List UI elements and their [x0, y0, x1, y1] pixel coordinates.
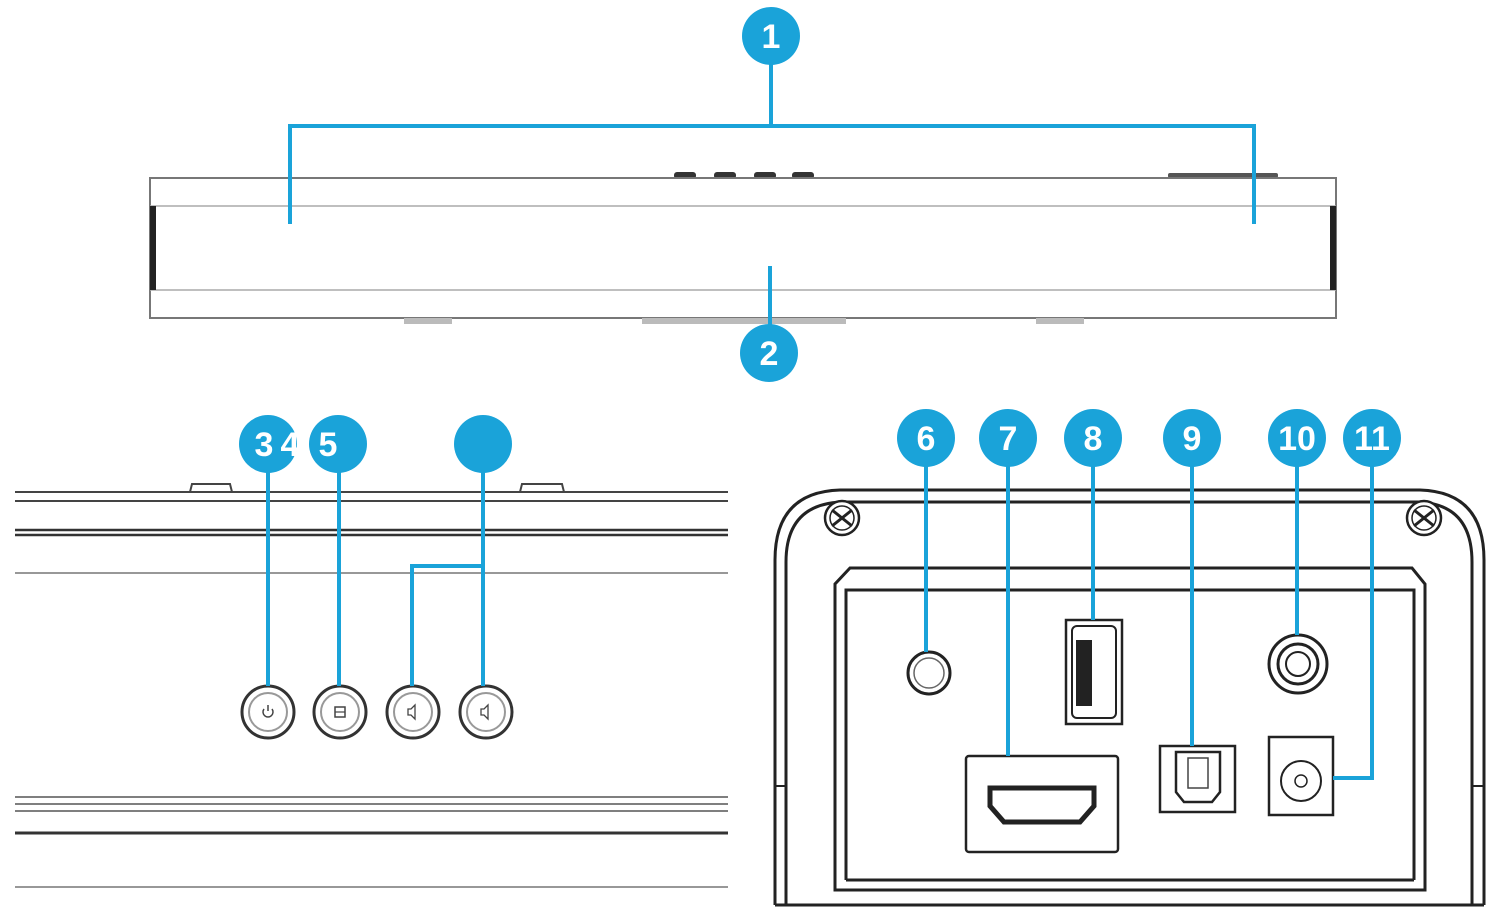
- callout-8: 8: [1064, 409, 1122, 467]
- callout-1: 1: [742, 7, 800, 65]
- svg-text:7: 7: [999, 420, 1018, 458]
- callout-5: 5: [309, 415, 367, 473]
- screw-right: [1405, 499, 1443, 537]
- callout-9: 9: [1163, 409, 1221, 467]
- input-source-icon: [334, 706, 346, 718]
- callout-11: 11: [1343, 409, 1401, 467]
- dc-power-port-icon: [1267, 735, 1335, 817]
- button-power: [240, 684, 296, 740]
- callout-7: 7: [979, 409, 1037, 467]
- optical-port-icon: [1158, 744, 1237, 814]
- audio-jack-icon: [1267, 633, 1329, 695]
- callout-unlabeled: [454, 415, 512, 473]
- callout-10: 10: [1268, 409, 1326, 467]
- svg-text:8: 8: [1084, 420, 1103, 458]
- svg-text:11: 11: [1354, 420, 1390, 458]
- soundbar-front-view: [149, 60, 1337, 330]
- svg-text:4: 4: [281, 426, 300, 464]
- usb-port-icon: [1064, 618, 1124, 726]
- svg-text:10: 10: [1278, 420, 1316, 458]
- svg-text:2: 2: [760, 335, 779, 373]
- port-leaders: [924, 464, 1374, 780]
- aux-in-port-icon: [906, 650, 952, 696]
- control-panel-view: [15, 470, 728, 888]
- svg-text:5: 5: [319, 426, 338, 464]
- hdmi-port-icon: [964, 754, 1120, 854]
- callout-2: 2: [740, 324, 798, 382]
- button-input-source: [312, 684, 368, 740]
- volume-down-icon: [407, 703, 416, 721]
- svg-text:3: 3: [255, 426, 274, 464]
- callout-badges: 1 2 3 4 5 6 7 8: [239, 7, 1401, 473]
- control-leaders: [266, 470, 485, 686]
- button-volume-up: [458, 684, 514, 740]
- callout-6: 6: [897, 409, 955, 467]
- volume-up-icon: [480, 703, 489, 721]
- soundbar-top-grille: [1168, 173, 1278, 178]
- svg-text:6: 6: [917, 420, 936, 458]
- soundbar-left-end: [150, 206, 156, 290]
- power-icon: [262, 705, 274, 718]
- rear-panel-view: [773, 464, 1486, 907]
- svg-text:9: 9: [1183, 420, 1202, 458]
- callout-3-4: 3 4: [239, 415, 300, 473]
- soundbar-body: [149, 177, 1337, 319]
- svg-text:1: 1: [762, 18, 781, 56]
- screw-left: [823, 499, 861, 537]
- callout-1-leader: [288, 60, 1256, 224]
- button-volume-down: [385, 684, 441, 740]
- soundbar-right-end: [1330, 206, 1336, 290]
